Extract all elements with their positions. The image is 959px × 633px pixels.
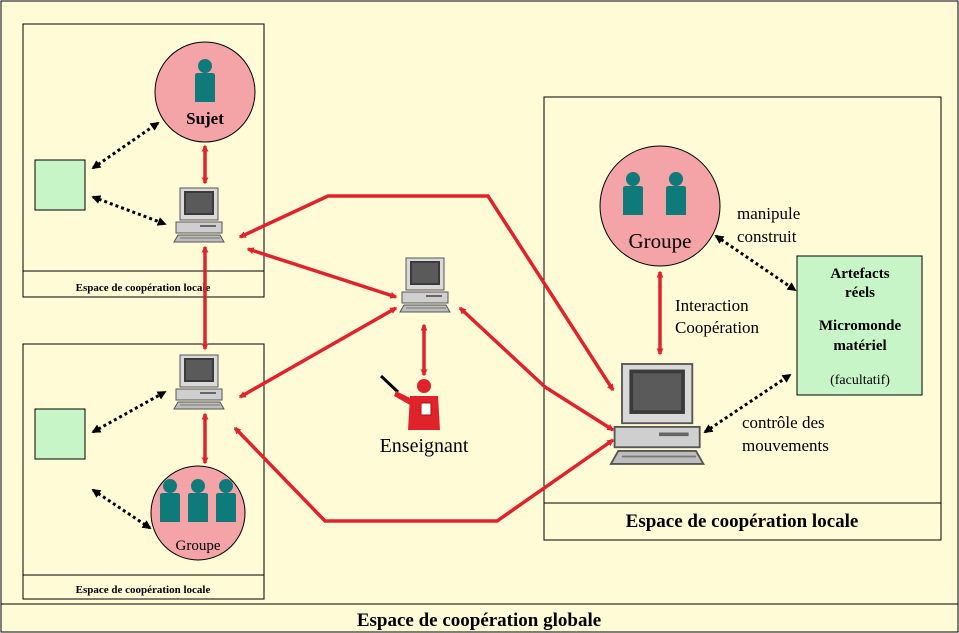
label-controle: contrôle des xyxy=(742,413,825,432)
zone-right-label: Espace de coopération locale xyxy=(626,511,859,532)
global-space-label: Espace de coopération globale xyxy=(357,610,601,631)
local-artefact-box-bottom xyxy=(34,408,86,460)
zone-top-left-label: Espace de coopération locale xyxy=(76,282,211,294)
group-label-right: Groupe xyxy=(629,229,692,253)
label-cooperation: Coopération xyxy=(675,318,760,337)
label-interaction: Interaction xyxy=(675,296,749,315)
zone-bottom-left-label: Espace de coopération locale xyxy=(76,584,211,596)
local-artefact-box-top xyxy=(34,159,86,211)
label-construit: construit xyxy=(737,227,797,246)
teacher-label: Enseignant xyxy=(380,435,469,457)
dotted-arrows xyxy=(91,121,797,530)
micromonde-line2: matériel xyxy=(833,338,886,354)
sujet-node: Sujet xyxy=(154,41,256,143)
artefacts-line2: réels xyxy=(845,285,875,301)
group-label-bottom-left: Groupe xyxy=(176,538,221,554)
artefacts-line1: Artefacts xyxy=(830,266,889,282)
group-node-right: Groupe xyxy=(599,145,721,267)
red-arrows xyxy=(201,144,664,523)
label-manipule: manipule xyxy=(737,204,800,223)
artefacts-box xyxy=(796,255,923,396)
label-mouvements: mouvements xyxy=(742,436,829,455)
group-node-bottom-left: Groupe xyxy=(150,465,246,561)
zone-bottom-left xyxy=(22,343,265,600)
sujet-label: Sujet xyxy=(186,109,224,128)
micromonde-line1: Micromonde xyxy=(819,318,902,334)
optional-label: (facultatif) xyxy=(830,373,890,388)
